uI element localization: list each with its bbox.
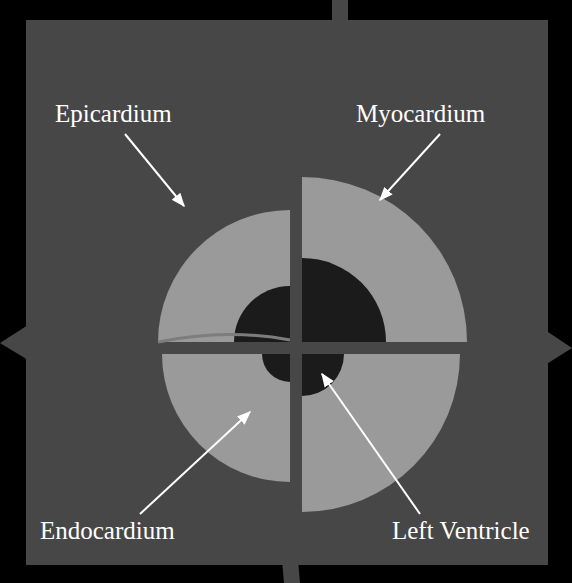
myocardium-sphere [158,177,467,512]
part-label: Myocardium [356,100,485,128]
part-label: Endocardium [40,517,175,545]
myocardium-wall [158,210,290,342]
ventricle-cavity [302,258,386,342]
leader-arrow [380,134,440,200]
leader-arrow [140,412,250,514]
leader-arrows [125,134,440,514]
ventricle-cavity [262,354,290,382]
vertical-plane-edge [332,0,348,22]
part-label: Epicardium [55,100,172,128]
leader-arrow [125,134,184,206]
rim-edge [158,334,290,342]
part-label: Left Ventricle [392,517,530,545]
image-plane [26,20,548,565]
horizontal-plane-edge [0,325,28,360]
horizontal-plane-edge [545,330,572,365]
leader-arrow [322,374,420,514]
myocardium-wall [302,177,467,342]
myocardium-wall [162,354,290,482]
